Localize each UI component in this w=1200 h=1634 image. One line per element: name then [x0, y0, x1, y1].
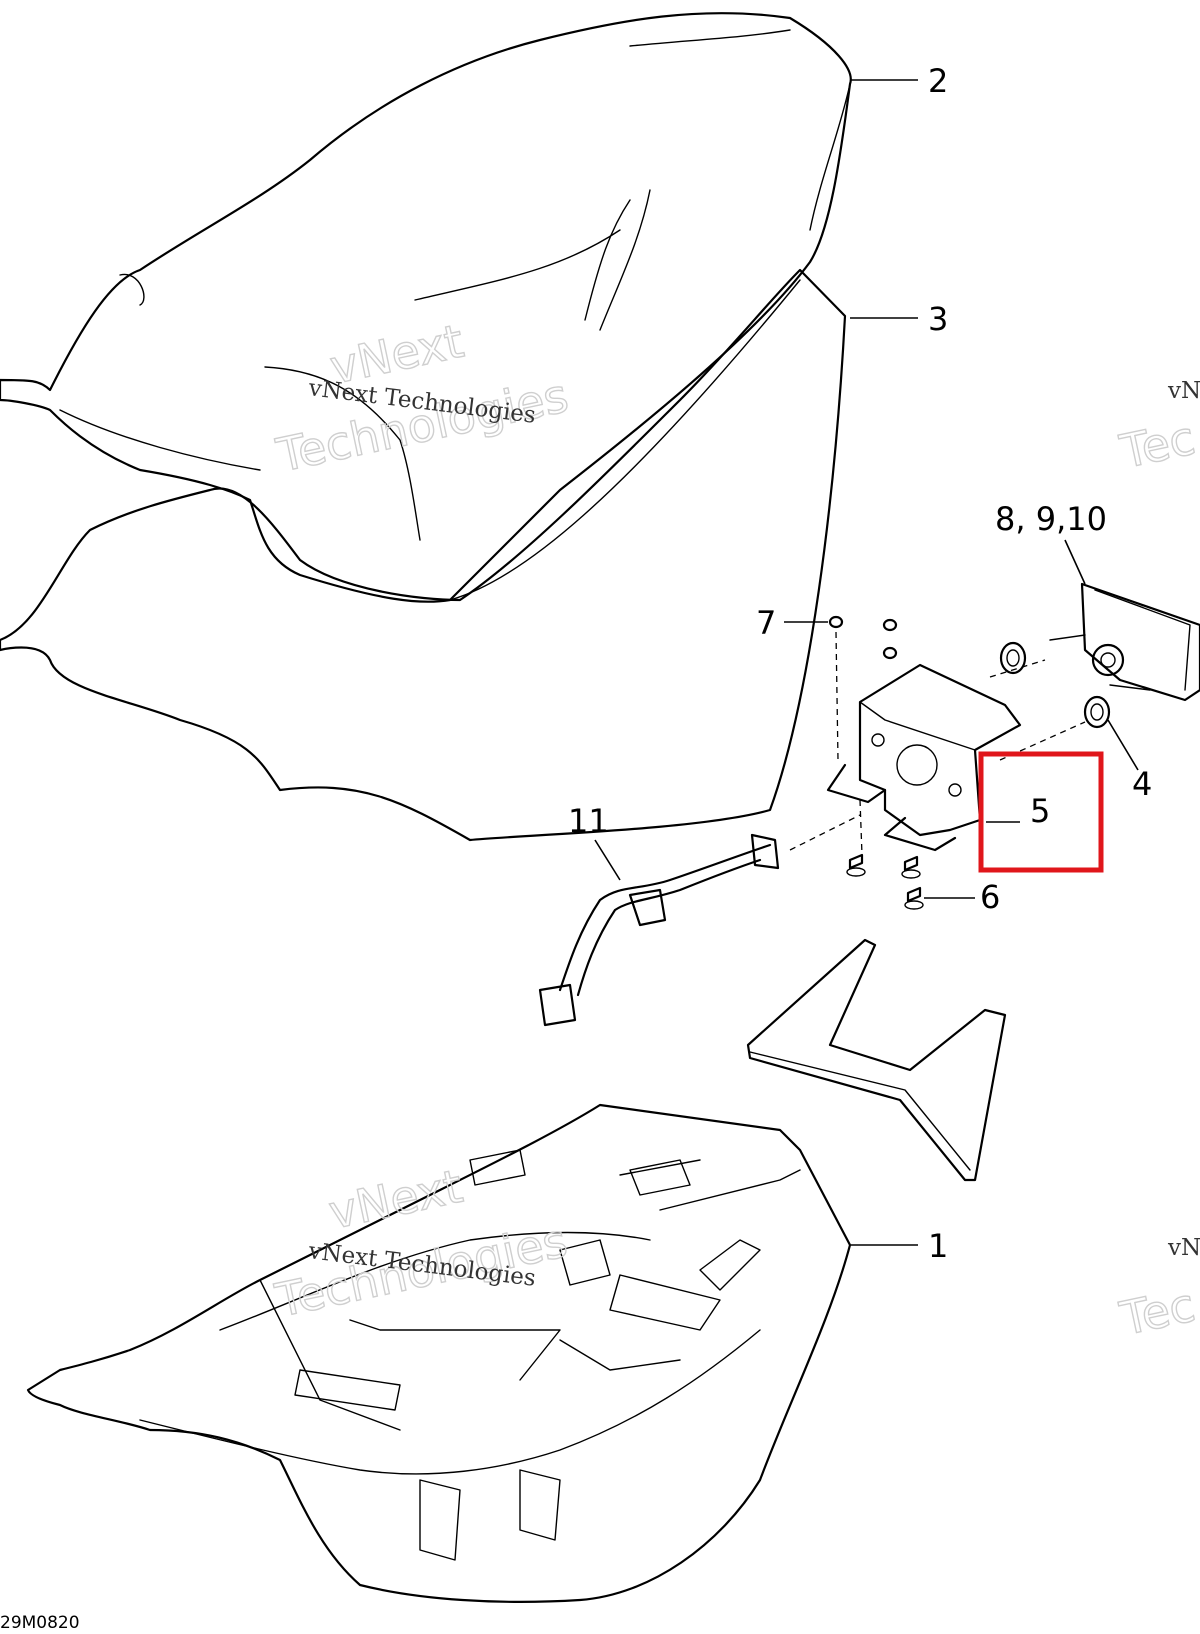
callout-3[interactable]: 3: [928, 300, 948, 338]
watermark-edge-text: vN: [1167, 378, 1200, 404]
leader-lines: [594, 79, 1139, 1246]
callout-11[interactable]: 11: [568, 802, 609, 840]
part-3-seat-cover: [0, 268, 847, 842]
callouts: 2 3 8, 9,10 7 4 5 11 6 1: [568, 62, 1152, 1265]
decal: [746, 938, 1007, 1182]
watermark-text: vNext: [324, 1159, 467, 1240]
part-4-grommets: [999, 641, 1111, 729]
watermark-edge-text: Tec: [1115, 1278, 1199, 1346]
part-5-bracket: [826, 663, 1022, 852]
part-1-seat-base: [26, 1103, 852, 1603]
watermark-edge-text: vN: [1167, 1235, 1200, 1261]
part-8-9-10-tail-light: [1049, 582, 1200, 702]
part-7-nuts: [828, 615, 898, 660]
document-code: 29M0820: [0, 1613, 80, 1633]
callout-6[interactable]: 6: [980, 878, 1000, 916]
watermark-edge-text: Tec: [1115, 411, 1199, 479]
part-11-wiring-harness: [538, 833, 780, 1027]
callout-2[interactable]: 2: [928, 62, 948, 100]
callout-1[interactable]: 1: [928, 1227, 948, 1265]
highlight-box-callout-5: [978, 751, 1104, 873]
callout-5[interactable]: 5: [1030, 792, 1050, 830]
part-6-screws: [846, 853, 924, 910]
callout-4[interactable]: 4: [1132, 765, 1152, 803]
callout-8-9-10[interactable]: 8, 9,10: [995, 500, 1107, 538]
callout-7[interactable]: 7: [756, 604, 776, 642]
part-2-seat-top: [0, 12, 852, 603]
